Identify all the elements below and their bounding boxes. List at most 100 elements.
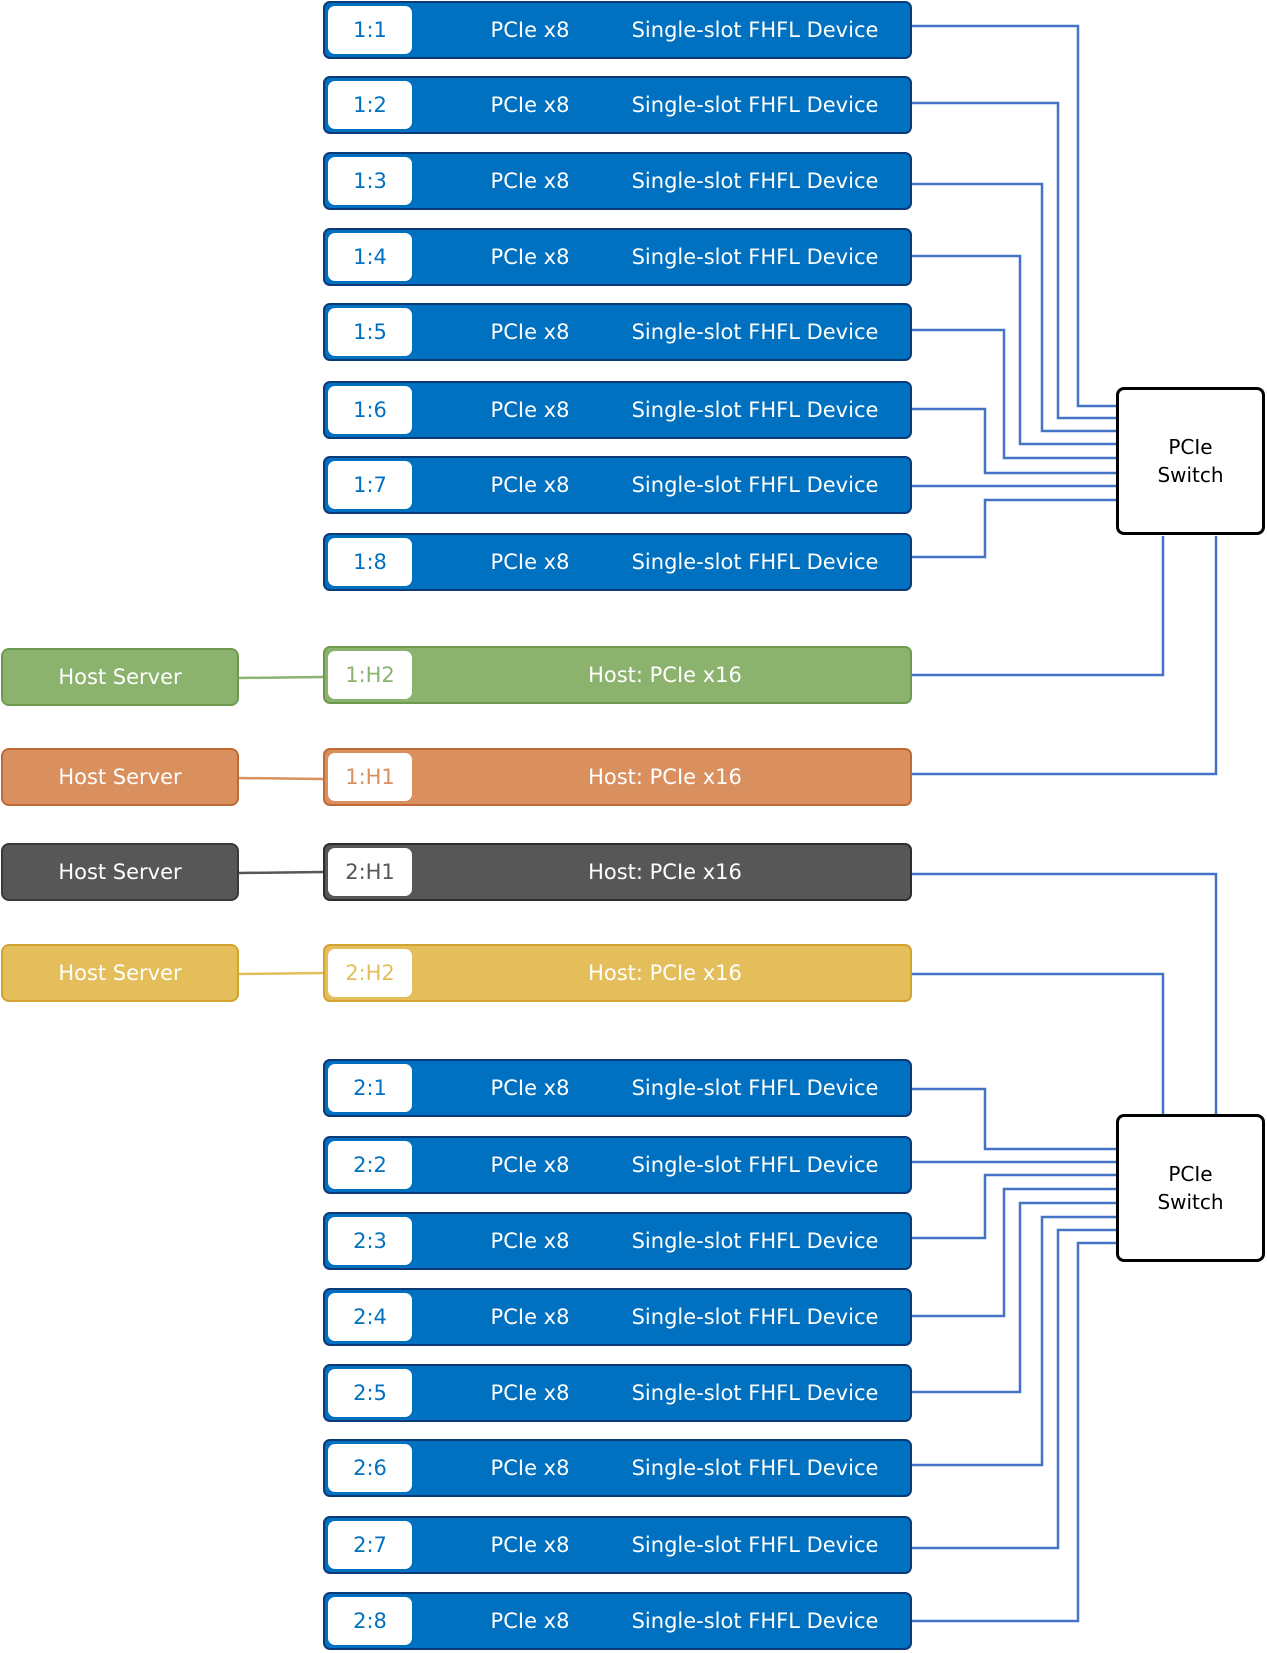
slot-id: 1:5 (328, 308, 412, 356)
link-2-6 (912, 1215, 1116, 1467)
device-slot-2-3: 2:3 PCIe x8 Single-slot FHFL Device (323, 1212, 912, 1270)
slot-id: 1:3 (328, 157, 412, 205)
slot-device: Single-slot FHFL Device (631, 169, 879, 193)
slot-bus: PCIe x8 (490, 1456, 570, 1480)
device-slot-1-2: 1:2 PCIe x8 Single-slot FHFL Device (323, 76, 912, 134)
slot-device: Single-slot FHFL Device (631, 1533, 879, 1557)
slot-bus: PCIe x8 (490, 398, 570, 422)
device-slot-1-6: 1:6 PCIe x8 Single-slot FHFL Device (323, 381, 912, 439)
slot-bus: PCIe x8 (490, 18, 570, 42)
host-slot-2-h2: 2:H2 Host: PCIe x16 (323, 944, 912, 1002)
slot-device: Single-slot FHFL Device (631, 18, 879, 42)
slot-device: Single-slot FHFL Device (631, 93, 879, 117)
host-slot-2-h1: 2:H1 Host: PCIe x16 (323, 843, 912, 901)
slot-id: 2:7 (328, 1521, 412, 1569)
slot-bus: PCIe x8 (490, 169, 570, 193)
slot-device: Single-slot FHFL Device (631, 1229, 879, 1253)
slot-bus: PCIe x8 (490, 1153, 570, 1177)
device-slot-2-8: 2:8 PCIe x8 Single-slot FHFL Device (323, 1592, 912, 1650)
device-slot-1-1: 1:1 PCIe x8 Single-slot FHFL Device (323, 1, 912, 59)
slot-id: 2:8 (328, 1597, 412, 1645)
slot-device: Single-slot FHFL Device (631, 320, 879, 344)
link-server-2-h1 (238, 870, 324, 875)
link-1-h2 (912, 536, 1165, 677)
slot-bus: PCIe x8 (490, 93, 570, 117)
link-1-3 (912, 182, 1116, 433)
slot-id: 2:4 (328, 1293, 412, 1341)
slot-device: Single-slot FHFL Device (631, 398, 879, 422)
slot-id: 1:8 (328, 538, 412, 586)
link-1-h1 (912, 536, 1218, 776)
device-slot-1-4: 1:4 PCIe x8 Single-slot FHFL Device (323, 228, 912, 286)
slot-device: Single-slot FHFL Device (631, 473, 879, 497)
host-slot-label: Host: PCIe x16 (588, 961, 742, 985)
slot-id: 2:5 (328, 1369, 412, 1417)
slot-bus: PCIe x8 (490, 550, 570, 574)
host-slot-1-h1: 1:H1 Host: PCIe x16 (323, 748, 912, 806)
host-server-2-h1: Host Server (1, 843, 239, 901)
link-1-1 (912, 24, 1116, 408)
link-server-2-h2 (238, 971, 324, 976)
device-slot-2-2: 2:2 PCIe x8 Single-slot FHFL Device (323, 1136, 912, 1194)
device-slot-1-7: 1:7 PCIe x8 Single-slot FHFL Device (323, 456, 912, 514)
link-2-7 (912, 1228, 1116, 1550)
device-slot-1-5: 1:5 PCIe x8 Single-slot FHFL Device (323, 303, 912, 361)
device-slot-1-8: 1:8 PCIe x8 Single-slot FHFL Device (323, 533, 912, 591)
link-2-8 (912, 1241, 1116, 1623)
slot-id: 2:3 (328, 1217, 412, 1265)
device-slot-2-5: 2:5 PCIe x8 Single-slot FHFL Device (323, 1364, 912, 1422)
slot-bus: PCIe x8 (490, 1381, 570, 1405)
slot-id: 1:1 (328, 6, 412, 54)
slot-device: Single-slot FHFL Device (631, 1456, 879, 1480)
switch-label-line1: PCIe (1168, 435, 1213, 459)
slot-bus: PCIe x8 (490, 1305, 570, 1329)
link-2-1 (912, 1087, 1116, 1151)
slot-id: 1:H1 (328, 753, 412, 801)
pcie-switch-1: PCIe Switch (1116, 387, 1265, 535)
device-slot-2-4: 2:4 PCIe x8 Single-slot FHFL Device (323, 1288, 912, 1346)
slot-bus: PCIe x8 (490, 1229, 570, 1253)
slot-bus: PCIe x8 (490, 320, 570, 344)
slot-bus: PCIe x8 (490, 1076, 570, 1100)
slot-device: Single-slot FHFL Device (631, 1153, 879, 1177)
pcie-switch-2: PCIe Switch (1116, 1114, 1265, 1262)
slot-id: 2:H2 (328, 949, 412, 997)
link-1-8 (912, 498, 1116, 559)
switch-label-line1: PCIe (1168, 1162, 1213, 1186)
slot-bus: PCIe x8 (490, 473, 570, 497)
host-slot-label: Host: PCIe x16 (588, 663, 742, 687)
slot-device: Single-slot FHFL Device (631, 1381, 879, 1405)
slot-id: 1:2 (328, 81, 412, 129)
slot-bus: PCIe x8 (490, 245, 570, 269)
slot-id: 2:2 (328, 1141, 412, 1189)
slot-id: 1:7 (328, 461, 412, 509)
slot-device: Single-slot FHFL Device (631, 1305, 879, 1329)
slot-bus: PCIe x8 (490, 1609, 570, 1633)
host-slot-label: Host: PCIe x16 (588, 765, 742, 789)
device-slot-2-1: 2:1 PCIe x8 Single-slot FHFL Device (323, 1059, 912, 1117)
device-slot-2-6: 2:6 PCIe x8 Single-slot FHFL Device (323, 1439, 912, 1497)
slot-id: 2:6 (328, 1444, 412, 1492)
link-2-h2 (912, 972, 1165, 1114)
host-server-1-h2: Host Server (1, 648, 239, 706)
slot-id: 2:1 (328, 1064, 412, 1112)
link-server-1-h2 (238, 675, 324, 680)
slot-id: 1:6 (328, 386, 412, 434)
slot-device: Single-slot FHFL Device (631, 550, 879, 574)
switch-label-line2: Switch (1157, 1190, 1224, 1214)
link-2-5 (912, 1201, 1116, 1394)
link-1-2 (912, 101, 1116, 420)
switch-label-line2: Switch (1157, 463, 1224, 487)
link-1-5 (912, 328, 1116, 460)
link-2-4 (912, 1187, 1116, 1318)
slot-id: 1:4 (328, 233, 412, 281)
slot-bus: PCIe x8 (490, 1533, 570, 1557)
host-server-1-h1: Host Server (1, 748, 239, 806)
slot-device: Single-slot FHFL Device (631, 1609, 879, 1633)
link-1-4 (912, 254, 1116, 446)
slot-device: Single-slot FHFL Device (631, 1076, 879, 1100)
link-server-1-h1 (238, 776, 324, 781)
host-slot-label: Host: PCIe x16 (588, 860, 742, 884)
slot-device: Single-slot FHFL Device (631, 245, 879, 269)
